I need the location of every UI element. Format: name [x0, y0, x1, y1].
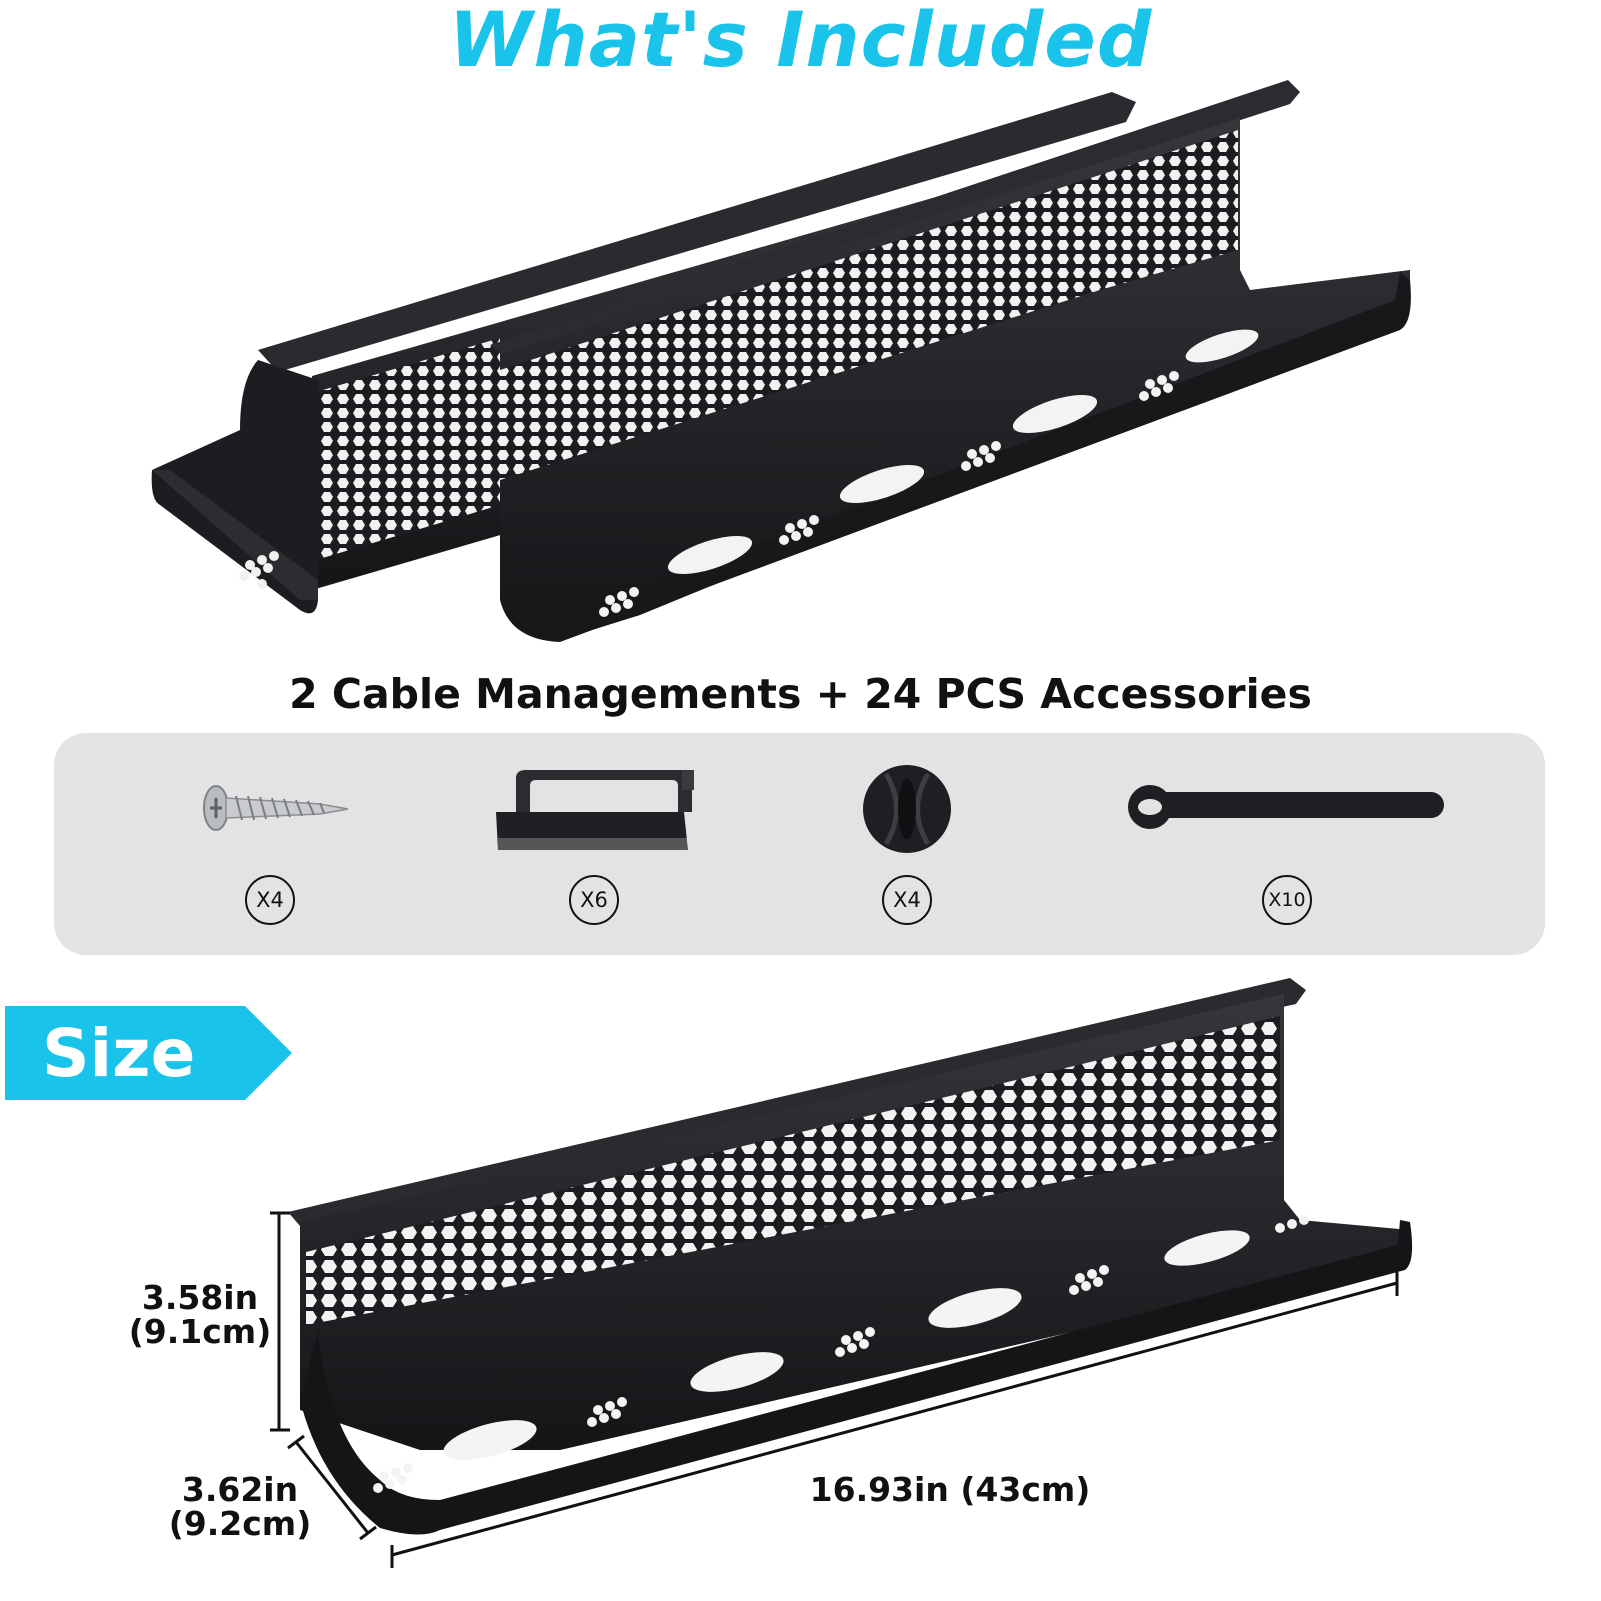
quantity-badge-strap: X10	[1262, 875, 1312, 925]
dimension-lines	[270, 1211, 1399, 1568]
cable-tray-single	[288, 978, 1413, 1535]
height-dimension-cm: (9.1cm)	[128, 1312, 272, 1351]
size-tag-shape	[5, 1006, 292, 1100]
subtitle: 2 Cable Managements + 24 PCS Accessories	[289, 670, 1312, 718]
quantity-badge-clip: X6	[569, 875, 619, 925]
cable-tray-front	[490, 80, 1411, 642]
height-dimension-in: 3.58in	[141, 1278, 259, 1317]
cable-tie-strap-icon	[1128, 785, 1444, 829]
screw-icon	[203, 785, 349, 831]
length-dimension: 16.93in (43cm)	[809, 1470, 1091, 1509]
cable-holder-ball-icon	[863, 765, 951, 853]
size-tag-label: Size	[42, 1015, 196, 1092]
cable-clip-icon	[496, 770, 694, 850]
headline: What's Included	[448, 0, 1153, 84]
depth-dimension-cm: (9.2cm)	[168, 1504, 312, 1543]
depth-dimension-in: 3.62in	[181, 1470, 299, 1509]
quantity-badge-holder: X4	[882, 875, 932, 925]
quantity-badge-screw: X4	[245, 875, 295, 925]
